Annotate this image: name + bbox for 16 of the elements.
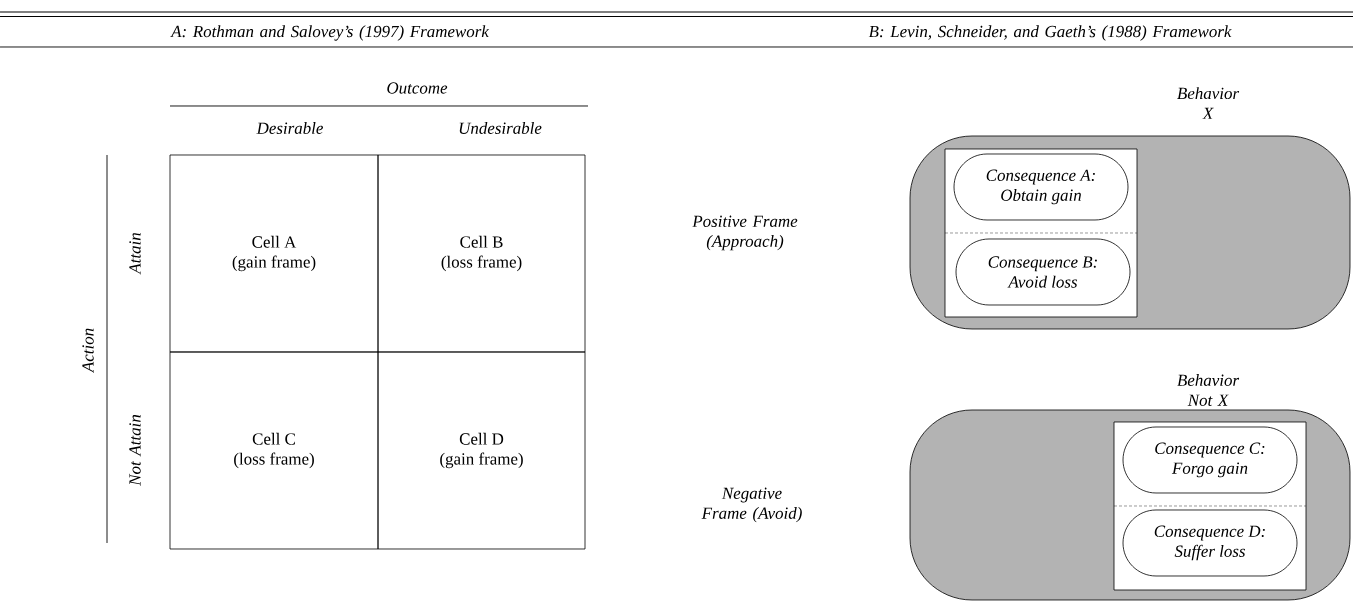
table-cell: Cell C (loss frame) bbox=[169, 351, 379, 550]
table-cell: Cell D (gain frame) bbox=[377, 351, 586, 550]
panel-header: A: Rothman and Salovey’s (1997) Framework bbox=[170, 25, 490, 41]
axis-label: Action bbox=[82, 328, 94, 373]
category-label: Desirable bbox=[256, 122, 324, 134]
category-label: Undesirable bbox=[459, 122, 542, 134]
category-label: Not Attain bbox=[129, 414, 141, 486]
category-label: Attain bbox=[129, 233, 141, 275]
table-cell: Cell A (gain frame) bbox=[169, 154, 379, 353]
panel-header: B: Levin, Schneider, and Gaeth’s (1988) Framework bbox=[868, 25, 1232, 41]
table-cell: Cell B (loss frame) bbox=[377, 154, 586, 353]
panel-heading: Behavior Not X bbox=[1177, 374, 1240, 406]
frame-label: Negative Frame (Avoid) bbox=[701, 487, 802, 523]
panel-heading: Behavior X bbox=[1177, 87, 1240, 119]
axis-label: Outcome bbox=[387, 82, 448, 94]
frame-label: Positive Frame (Approach) bbox=[692, 215, 798, 251]
